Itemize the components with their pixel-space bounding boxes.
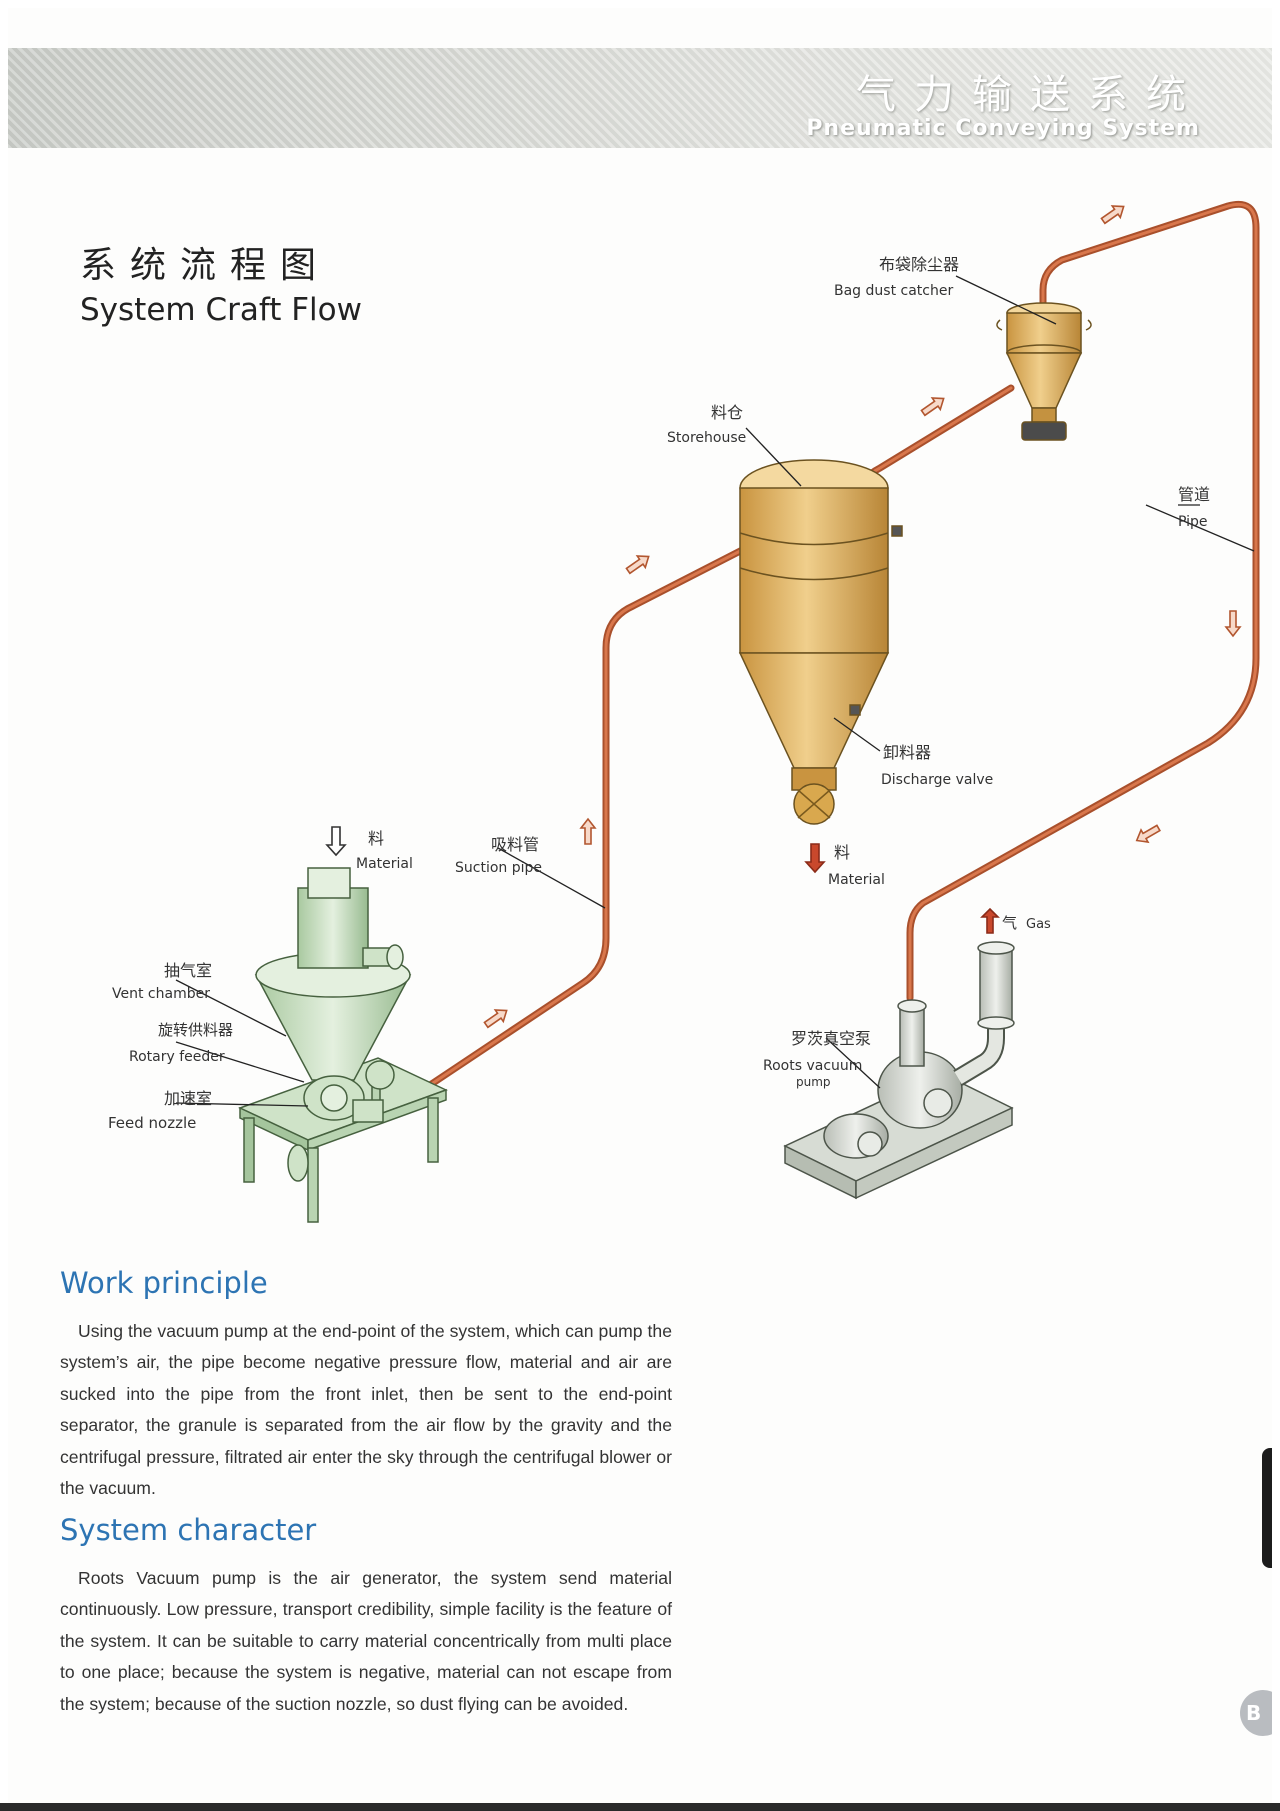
label-rotary-cn: 旋转供料器 [158, 1021, 233, 1039]
label-rotary-en: Rotary feeder [129, 1049, 225, 1065]
dust-outlet-pipe [906, 200, 1260, 1002]
label-material-out-cn: 料 [834, 843, 850, 862]
page-badge: B [1240, 1690, 1272, 1736]
storehouse [738, 459, 903, 825]
work-principle-text: Using the vacuum pump at the end-point o… [60, 1321, 672, 1499]
label-pipe-cn: 管道 [1178, 485, 1210, 504]
flow-title-cn: 系统流程图 [80, 245, 331, 286]
arrow-material-in [325, 826, 347, 857]
label-gas-cn: 气 [1002, 914, 1017, 932]
label-gas-en: Gas [1026, 917, 1051, 932]
arrow-up-right-3 [920, 397, 945, 417]
arrow-up-right-4 [1100, 205, 1125, 225]
label-nozzle-en: Feed nozzle [108, 1114, 196, 1132]
system-character-text: Roots Vacuum pump is the air generator, … [60, 1568, 672, 1714]
header-title-cn: 气力输送系统 [856, 72, 1204, 118]
arrow-gas-out [980, 907, 1000, 934]
component-labels: 布袋除尘器 Bag dust catcher 料仓 Storehouse 管道 … [108, 255, 1210, 1132]
label-nozzle-cn: 加速室 [164, 1089, 212, 1108]
label-suction-en: Suction pipe [455, 860, 542, 876]
label-discharge-en: Discharge valve [881, 772, 993, 788]
arrow-down-left-1 [1135, 824, 1161, 844]
label-roots-en-1: Roots vacuum [763, 1058, 862, 1074]
label-roots-en-2: pump [796, 1075, 831, 1089]
arrow-up-right-1 [483, 1009, 508, 1029]
label-material-in-cn: 料 [368, 829, 384, 848]
bag-dust-catcher [996, 302, 1092, 441]
flow-diagram: 布袋除尘器 Bag dust catcher 料仓 Storehouse 管道 … [108, 200, 1260, 1223]
label-storehouse-cn: 料仓 [711, 403, 743, 422]
rotary-feeder-station [238, 867, 448, 1223]
roots-vacuum-pump [783, 941, 1015, 1200]
flow-title-en: System Craft Flow [80, 292, 362, 328]
label-storehouse-en: Storehouse [667, 430, 746, 446]
footer-bar [0, 1803, 1280, 1811]
suction-pipe-line [414, 542, 754, 1097]
flow-arrows [325, 205, 1242, 1029]
leader-lines [175, 275, 1255, 1107]
header-banner [8, 48, 1272, 148]
label-bag-dust-en: Bag dust catcher [834, 283, 953, 299]
arrow-down-1 [1224, 610, 1242, 638]
arrow-material-out [804, 843, 826, 874]
arrow-up-1 [579, 817, 597, 845]
page-edge-tab [1262, 1448, 1272, 1568]
label-vent-en: Vent chamber [112, 986, 210, 1002]
label-vent-cn: 抽气室 [164, 961, 212, 980]
arrow-up-right-2 [625, 555, 650, 575]
label-roots-cn: 罗茨真空泵 [791, 1029, 871, 1048]
label-pipe-en: Pipe [1178, 514, 1208, 530]
label-discharge-cn: 卸料器 [883, 743, 931, 762]
brochure-page: 气力输送系统 Pneumatic Conveying System 系统流程图 … [8, 8, 1272, 1803]
system-character-heading: System character [60, 1513, 317, 1547]
label-bag-dust-cn: 布袋除尘器 [879, 255, 959, 274]
label-material-out-en: Material [828, 872, 885, 888]
label-material-in-en: Material [356, 856, 413, 872]
work-principle-heading: Work principle [60, 1266, 268, 1300]
label-suction-cn: 吸料管 [491, 835, 539, 854]
header-title-en: Pneumatic Conveying System [806, 116, 1200, 141]
